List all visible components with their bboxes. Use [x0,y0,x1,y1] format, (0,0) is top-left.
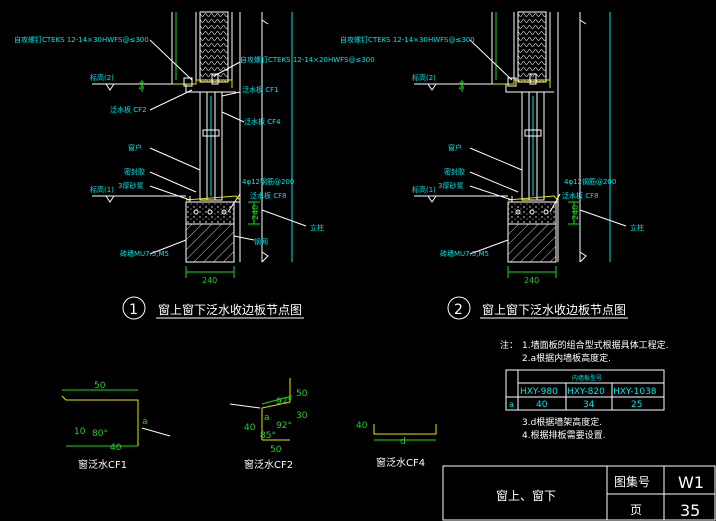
cf1-label: 窗泛水CF1 [78,458,127,471]
dim-240-horizontal: 240 [524,276,539,285]
mortar-label: 3厚砂浆 [118,181,143,190]
cf1-angle: 80° [92,429,108,439]
drawing-name: 窗上、窗下 [496,489,556,503]
cf1-dim-40: 40 [110,443,122,453]
detail-number-circle [447,296,471,320]
note-2: 2.a根据内墙板高度定. [522,352,611,364]
mortar-label: 3厚砂浆 [438,181,463,190]
brick-wall [507,223,557,263]
profile-cf4: 40 d 窗泛水CF4 [356,421,437,469]
table-value-1: 40 [536,400,548,410]
cf1-var: a [142,417,148,427]
cf2-dim-50-top: 50 [296,389,308,399]
table-value-3: 25 [631,400,642,410]
table-header: 内墙板型号 [572,374,602,382]
profile-cf2: 50 40 50 30 92° 92° 85° a 窗泛水CF2 [229,378,308,471]
table-row-label: a [509,400,514,409]
note-3: 3.d根据墙架高度定. [522,416,602,428]
cf2-angle-3: 85° [260,431,276,441]
table-model-2: HXY-820 [567,387,605,397]
cf2-angle-2: 92° [276,421,292,431]
cf2-angle-1: 92° [276,397,292,407]
wall-panel-insulation [199,11,229,83]
cf2-label: 窗泛水CF2 [244,458,293,471]
sealant-label: 密封胶 [444,167,465,176]
level-1-label: 标高(1) [412,185,436,194]
cf4-dim-d: d [400,437,406,447]
window-label: 窗户 [128,143,142,152]
rebar-label: 4φ12钢筋@200 [242,177,294,186]
detail-number-circle [122,296,146,320]
detail-number: 1 [129,302,138,318]
window-frame [199,91,223,201]
dim-240-vertical: 240 [571,205,580,220]
column-label: 立柱 [310,223,324,232]
dim-top: 50 [138,81,146,90]
note-1: 1.墙面板的组合型式根据具体工程定. [522,339,668,351]
table-model-3: HXY-1038 [613,387,657,397]
cf8-label: 泛水板 CF8 [250,191,287,200]
screw-label-top-left: 自攻螺钉CTEKS 12-14×30HWFS@≤300 [340,35,475,44]
atlas-label: 图集号 [614,474,650,489]
level-1-label: 标高(1) [90,185,114,194]
notes: 注： 1.墙面板的组合型式根据具体工程定. 2.a根据内墙板高度定. 3.d根据… [500,339,668,441]
cf2-var: a [264,413,270,423]
screw-label-top-right: 自攻螺钉CTEKS 12-14×20HWFS@≤300 [240,55,375,64]
table-value-2: 34 [583,400,595,410]
rebar-label: 4φ12钢筋@200 [564,177,616,186]
cf1-dim-50: 50 [94,381,106,391]
profile-cf1: 50 10 40 80° a 窗泛水CF1 [61,381,171,471]
notes-prefix: 注： [500,339,518,351]
wall-panel-insulation [517,11,547,83]
cf1-dim-10: 10 [74,427,86,437]
sealant-label: 密封胶 [124,167,145,176]
sill-concrete [185,201,235,225]
cf2-dim-30: 30 [296,411,308,421]
cf2-label: 泛水板 CF2 [110,105,147,114]
wall-label: 砖墙MU7.5,M5 [440,249,489,258]
dim-top: 50 [458,81,466,90]
screw-label-top-left: 自攻螺钉CTEKS 12-14×30HWFS@≤300 [14,35,149,44]
detail-title: 窗上窗下泛水收边板节点图 [158,303,302,317]
column-label: 立柱 [630,223,644,232]
cf2-dim-40: 40 [244,423,256,433]
cf8-label: 泛水板 CF8 [562,191,599,200]
window-label: 窗户 [448,143,462,152]
detail-number: 2 [454,302,463,318]
detail-2: 自攻螺钉CTEKS 12-14×30HWFS@≤300 标高(2) 50 窗户 … [340,11,644,320]
level-2-label: 标高(2) [90,73,114,82]
page-label: 页 [630,503,642,517]
cf4-label: 泛水板 CF4 [244,117,281,126]
brick-wall [185,223,235,263]
note-4: 4.根据排板需要设置. [522,429,605,441]
detail-1: 自攻螺钉CTEKS 12-14×30HWFS@≤300 自攻螺钉CTEKS 12… [14,11,375,320]
dim-240-vertical: 240 [251,205,260,220]
detail-title: 窗上窗下泛水收边板节点图 [482,303,626,317]
cf4-dim-40: 40 [356,421,368,431]
dim-240-horizontal: 240 [202,276,217,285]
cf2-dim-50-bottom: 50 [270,445,282,455]
page-value: 35 [680,501,700,520]
title-block: 窗上、窗下 图集号 W1 页 35 [442,465,716,521]
panel-table: 内墙板型号 a HXY-980 HXY-820 HXY-1038 40 34 2… [505,369,665,411]
mesh-label: 钢网 [254,237,268,246]
wall-label: 砖墙MU7.5,M5 [120,249,169,258]
table-model-1: HXY-980 [520,387,558,397]
cf1-label: 泛水板 CF1 [242,85,279,94]
cf4-label: 窗泛水CF4 [376,456,425,469]
sill-concrete [507,201,557,225]
level-2-label: 标高(2) [412,73,436,82]
atlas-value: W1 [678,473,704,492]
window-frame [521,91,545,201]
